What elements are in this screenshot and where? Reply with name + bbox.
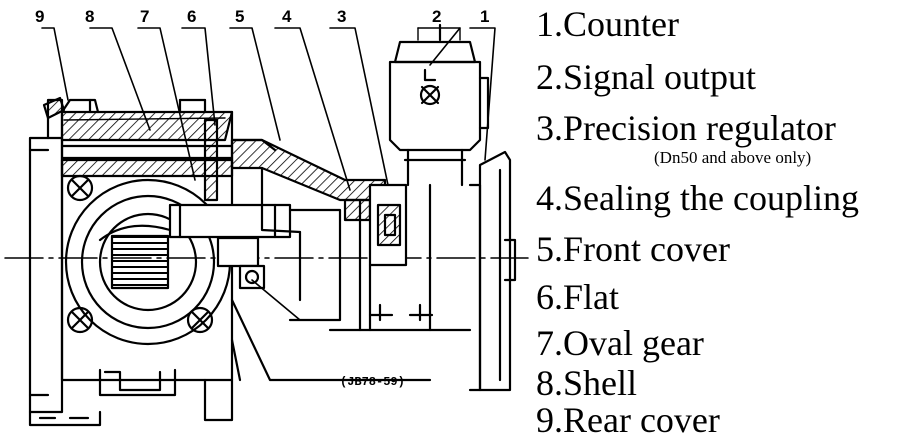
callout-7: 7: [140, 7, 149, 26]
base-feet-shape: [28, 368, 234, 427]
callout-1: 1: [480, 7, 489, 26]
sealing-coupling-shape: [358, 183, 408, 332]
callout-5: 5: [235, 7, 244, 26]
callout-4: 4: [282, 7, 292, 26]
rear-cover-shape: [28, 96, 100, 414]
legend-item-oval-gear: 7.Oval gear: [536, 323, 704, 363]
legend-item-rear-cover: 9.Rear cover: [536, 400, 720, 440]
callout-2: 2: [432, 7, 441, 26]
callout-8: 8: [85, 7, 94, 26]
legend-item-shell: 8.Shell: [536, 363, 638, 403]
oval-gear-shape: [64, 178, 232, 346]
flat-shaft-shape: [168, 118, 292, 290]
callout-9: 9: [35, 7, 44, 26]
drawing-code: (JB78-59): [340, 375, 405, 389]
callout-numbers: 9 8 7 6 5 4 3 2 1: [35, 7, 489, 26]
legend-item-sealing-coupling: 4.Sealing the coupling: [536, 178, 859, 218]
legend-item-front-cover: 5.Front cover: [536, 229, 730, 269]
shell-shape: [60, 98, 277, 178]
flowmeter-cross-section-drawing: 9 8 7 6 5 4 3 2 1 (JB78-59): [4, 7, 529, 427]
legend-item-flat: 6.Flat: [536, 277, 620, 317]
legend-item-precision-regulator: 3.Precision regulator: [536, 108, 836, 148]
leader-lines: [41, 27, 496, 321]
callout-3: 3: [337, 7, 346, 26]
meter-body-outline: [230, 183, 472, 382]
counter-housing-shape: [388, 23, 490, 187]
legend-item-signal-output: 2.Signal output: [536, 57, 757, 97]
parts-legend: 1.Counter 2.Signal output 3.Precision re…: [536, 0, 906, 439]
legend-note-dn50: (Dn50 and above only): [654, 148, 812, 167]
front-flange-shape: [468, 150, 517, 392]
callout-6: 6: [187, 7, 196, 26]
legend-item-counter: 1.Counter: [536, 4, 679, 44]
